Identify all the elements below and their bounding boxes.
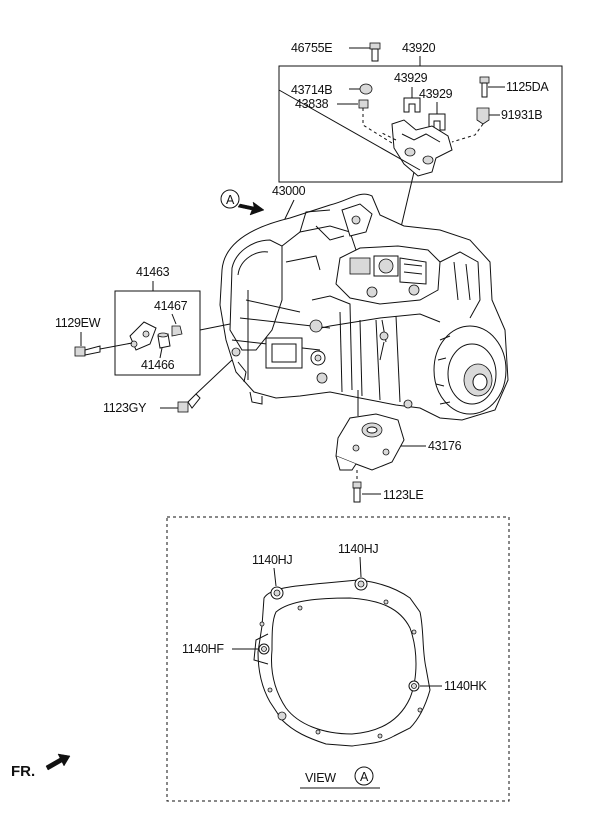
- callout-41466: 41466: [141, 358, 175, 372]
- view-label-letter: A: [360, 770, 369, 784]
- callout-1123gy: 1123GY: [103, 401, 147, 415]
- shift-fork-group-box: [278, 56, 563, 183]
- view-a-caption: VIEW A: [300, 766, 380, 789]
- front-arrow-icon: [45, 753, 71, 771]
- callout-43929-a: 43929: [394, 71, 428, 85]
- callout-1123le: 1123LE: [383, 488, 423, 502]
- callout-43000: 43000: [272, 184, 306, 198]
- bolt-1123gy: 1123GY: [103, 359, 233, 415]
- bolt-1125da: 1125DA: [479, 76, 550, 98]
- release-fork-41463: [129, 321, 157, 351]
- view-a-marker: A: [220, 189, 265, 216]
- transaxle-assembly-43000: [219, 193, 509, 421]
- callout-43929-b: 43929: [419, 87, 453, 101]
- callout-1129ew: 1129EW: [55, 316, 101, 330]
- view-label-text: VIEW: [305, 771, 336, 785]
- dowel-1140hk: 1140HK: [408, 679, 488, 693]
- clip-91931b: 91931B: [451, 107, 543, 143]
- callout-1140hf: 1140HF: [182, 642, 224, 656]
- shift-lever-bracket: [379, 119, 453, 177]
- part-43838: 43838: [295, 97, 401, 149]
- bell-housing-gasket-outline: [253, 579, 431, 747]
- washer-43714b: 43714B: [291, 83, 373, 97]
- callout-43920: 43920: [402, 41, 436, 55]
- dowel-1140hj-b: 1140HJ: [338, 542, 379, 591]
- callout-41467: 41467: [154, 299, 188, 313]
- front-direction-marker: FR.: [11, 753, 71, 780]
- dowel-1140hj-a: 1140HJ: [252, 553, 293, 600]
- callout-41463: 41463: [136, 265, 170, 279]
- callout-1140hj-a: 1140HJ: [252, 553, 292, 567]
- mount-bracket-43176: 43176: [335, 390, 462, 471]
- dowel-bottom: [277, 711, 287, 721]
- callout-1140hj-b: 1140HJ: [338, 542, 378, 556]
- bolt-46755e: 46755E: [291, 41, 381, 62]
- front-label: FR.: [11, 763, 35, 780]
- callout-46755e: 46755E: [291, 41, 332, 55]
- view-a-letter: A: [226, 193, 235, 207]
- dowel-1140hf: 1140HF: [182, 642, 270, 656]
- callout-1125da: 1125DA: [506, 80, 549, 94]
- callout-1140hk: 1140HK: [444, 679, 487, 693]
- callout-43714b: 43714B: [291, 83, 332, 97]
- bolt-1123le: 1123LE: [352, 470, 424, 503]
- callout-91931b: 91931B: [501, 108, 542, 122]
- view-a-box: [166, 516, 510, 802]
- release-bearing-41467: [171, 325, 183, 337]
- callout-43838: 43838: [295, 97, 329, 111]
- release-fork-group-box: [114, 290, 201, 376]
- bolt-1129ew: 1129EW: [55, 316, 133, 357]
- pivot-41466: [157, 332, 171, 349]
- callout-43176: 43176: [428, 439, 462, 453]
- shift-lug-43929-a: [403, 87, 421, 113]
